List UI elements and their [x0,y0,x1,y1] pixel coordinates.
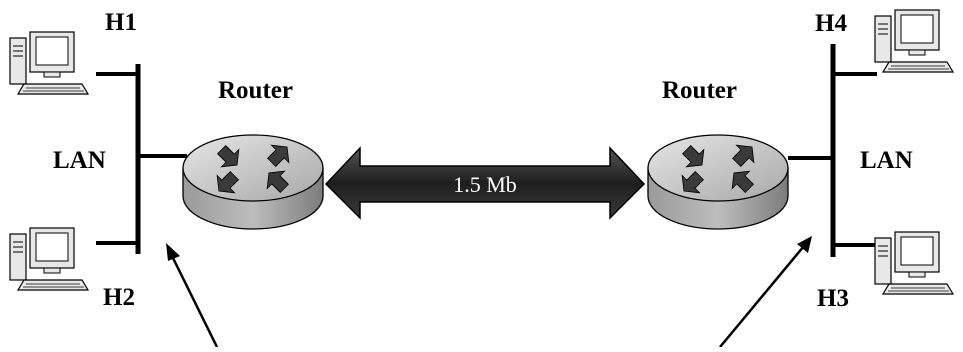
left-pointer-arrowhead [166,243,180,261]
h4-label: H4 [815,10,847,37]
h1-label: H1 [105,9,137,36]
h2-computer-icon [9,227,89,291]
h1-computer-icon [9,31,89,95]
h2-label: H2 [103,284,135,311]
left-lan [96,64,187,254]
right-pointer-arrowhead [797,236,812,253]
left-router-label: Router [218,77,293,104]
link-bandwidth-label: 1.5 Mb [453,172,517,197]
right-router-label: Router [662,77,737,104]
wan-link: 1.5 Mb [324,146,646,220]
left-lan-label: LAN [53,147,106,174]
h3-computer-icon [874,231,954,295]
right-lan [788,44,877,257]
pointer-arrows [166,236,812,348]
right-pointer-line [719,245,805,348]
right-lan-label: LAN [860,147,913,174]
left-router-icon [183,135,323,229]
right-router-icon [648,135,788,229]
left-pointer-line [169,253,219,348]
h4-computer-icon [874,9,954,73]
wan-link-arrow [324,146,646,220]
h3-label: H3 [817,285,849,312]
